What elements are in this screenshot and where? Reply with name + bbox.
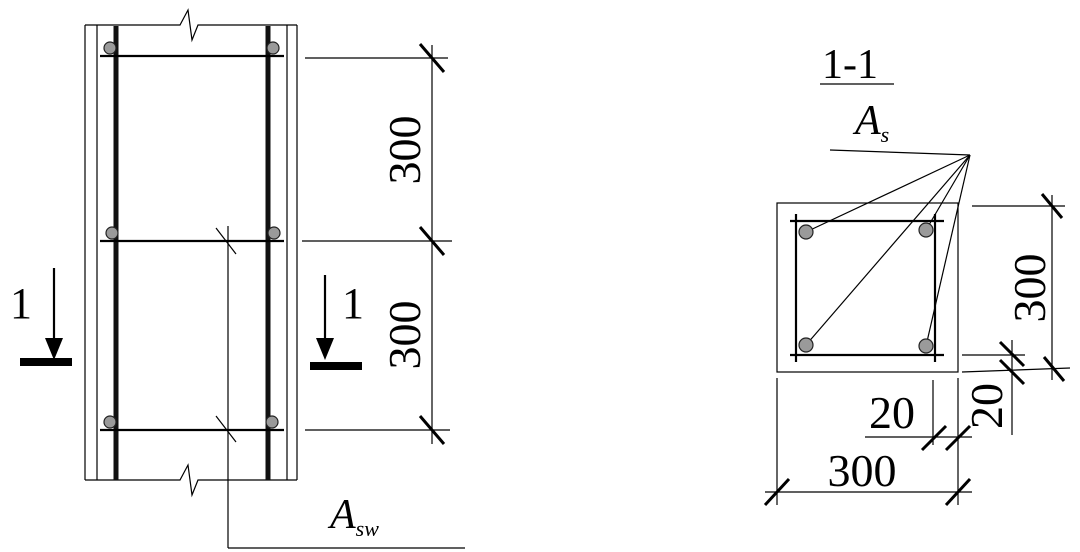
section-bar <box>918 222 934 238</box>
section-bar <box>798 224 814 240</box>
section-bar <box>798 337 814 353</box>
section-arrow-head-right <box>316 338 334 360</box>
dimension-tick <box>944 424 972 452</box>
section-width-label: 300 <box>828 445 897 496</box>
section-title: 1-1 <box>822 42 878 88</box>
dimension-tick <box>920 424 948 452</box>
dimension-tick <box>418 43 446 73</box>
as-leader <box>925 154 971 347</box>
break-line-bottom <box>85 463 297 498</box>
asw-leader-tick <box>215 415 237 443</box>
section-height-label: 300 <box>1004 254 1055 323</box>
bar-section-dot <box>265 415 279 429</box>
dimension-label-bottom: 300 <box>379 301 430 370</box>
as-leader <box>805 154 971 233</box>
bar-section-dot <box>105 226 119 240</box>
break-line-top <box>85 8 297 43</box>
as-label: As <box>852 98 889 147</box>
section-marker-bar-left <box>20 358 72 366</box>
as-leader <box>925 154 971 231</box>
bar-section-dot <box>266 41 280 55</box>
dimension-tick <box>763 477 791 507</box>
dimension-tick <box>944 477 972 507</box>
section-label-right: 1 <box>342 279 364 328</box>
dimension-tick <box>418 226 446 256</box>
dimension-tick <box>1040 193 1064 219</box>
section-outline <box>776 202 959 373</box>
bar-section-dot <box>103 41 117 55</box>
cover-horizontal-label: 20 <box>869 387 915 438</box>
section-arrow-head-left <box>45 338 63 360</box>
dimension-tick <box>1042 356 1066 382</box>
dimension-tick <box>418 415 446 445</box>
bar-section-dot <box>267 226 281 240</box>
as-leader <box>805 154 971 346</box>
as-leader-horizontal <box>829 149 971 156</box>
section-label-left: 1 <box>10 279 32 328</box>
dimension-label-top: 300 <box>379 116 430 185</box>
asw-leader-tick <box>215 227 237 255</box>
dimension-tick <box>998 358 1026 386</box>
bar-section-dot <box>103 415 117 429</box>
section-bar <box>918 338 934 354</box>
cover-vertical-label: 20 <box>961 383 1012 429</box>
dimension-tick <box>998 340 1026 368</box>
cross-section: 1-1 As 300 20 <box>763 42 1071 507</box>
section-marker-bar-right <box>310 362 362 370</box>
asw-label: Asw <box>327 492 379 541</box>
column-elevation: Asw 300 300 1 1 <box>10 8 465 549</box>
